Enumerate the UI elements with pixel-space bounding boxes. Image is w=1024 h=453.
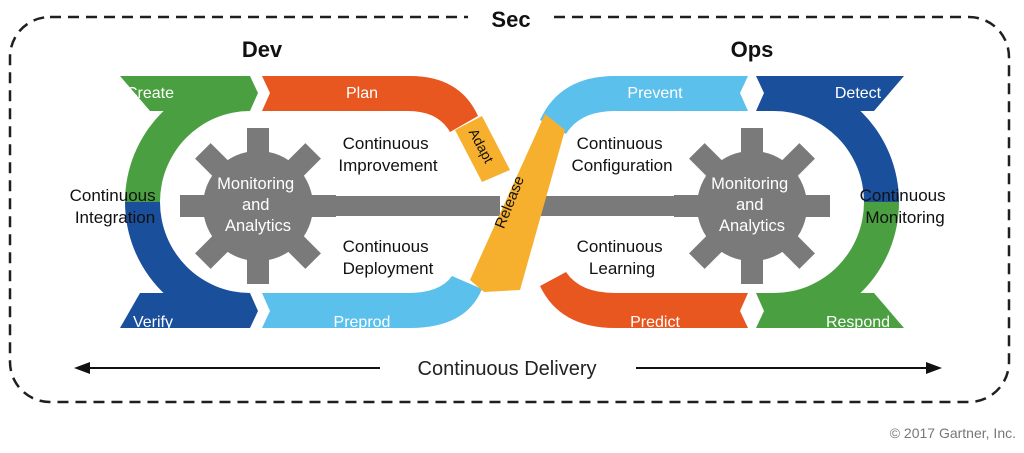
plan-label: Plan bbox=[346, 85, 378, 102]
continuous-delivery-arrow: Continuous Delivery bbox=[74, 358, 942, 380]
detect-label: Detect bbox=[835, 85, 882, 102]
predict-label: Predict bbox=[630, 314, 680, 331]
ops-loop: Prevent Predict Detect Respond Continuou… bbox=[530, 76, 951, 331]
verify-label: Verify bbox=[133, 314, 173, 331]
release-band bbox=[470, 114, 565, 292]
preprod-label: Preprod bbox=[334, 314, 391, 331]
dev-axle bbox=[300, 196, 500, 216]
continuous-deployment-text: Continuous Deployment bbox=[343, 237, 434, 278]
dev-gear-icon bbox=[180, 128, 336, 284]
preprod-band bbox=[262, 276, 482, 328]
ops-axle bbox=[530, 196, 710, 216]
continuous-improvement-text: Continuous Improvement bbox=[338, 134, 437, 175]
sec-heading: Sec bbox=[491, 7, 530, 32]
copyright-text: © 2017 Gartner, Inc. bbox=[890, 425, 1016, 441]
verify-band-tail bbox=[120, 293, 258, 328]
continuous-integration-text: Continuous Integration bbox=[70, 186, 161, 227]
prevent-label: Prevent bbox=[627, 85, 683, 102]
sec-heading-bg bbox=[468, 2, 554, 32]
prevent-band bbox=[540, 76, 748, 134]
arrow-left-icon bbox=[74, 362, 90, 374]
dev-gear-label: Monitoring and Analytics bbox=[217, 175, 299, 235]
respond-band-tail bbox=[756, 293, 904, 328]
continuous-delivery-label: Continuous Delivery bbox=[418, 358, 597, 380]
ops-gear-label: Monitoring and Analytics bbox=[711, 175, 793, 235]
dev-loop: Create Verify Plan Preprod Adapt Continu… bbox=[70, 76, 510, 331]
detect-band-tail bbox=[756, 76, 904, 111]
continuous-monitoring-text: Continuous Monitoring bbox=[860, 186, 951, 227]
continuous-learning-text: Continuous Learning bbox=[577, 237, 668, 278]
adapt-band bbox=[455, 116, 510, 182]
plan-band bbox=[262, 76, 478, 132]
arrow-right-icon bbox=[926, 362, 942, 374]
dev-heading: Dev bbox=[242, 37, 283, 62]
create-label: Create bbox=[126, 85, 174, 102]
predict-band bbox=[540, 272, 748, 328]
create-band-tail bbox=[120, 76, 258, 111]
ops-heading: Ops bbox=[731, 37, 774, 62]
respond-label: Respond bbox=[826, 314, 890, 331]
continuous-configuration-text: Continuous Configuration bbox=[571, 134, 672, 175]
